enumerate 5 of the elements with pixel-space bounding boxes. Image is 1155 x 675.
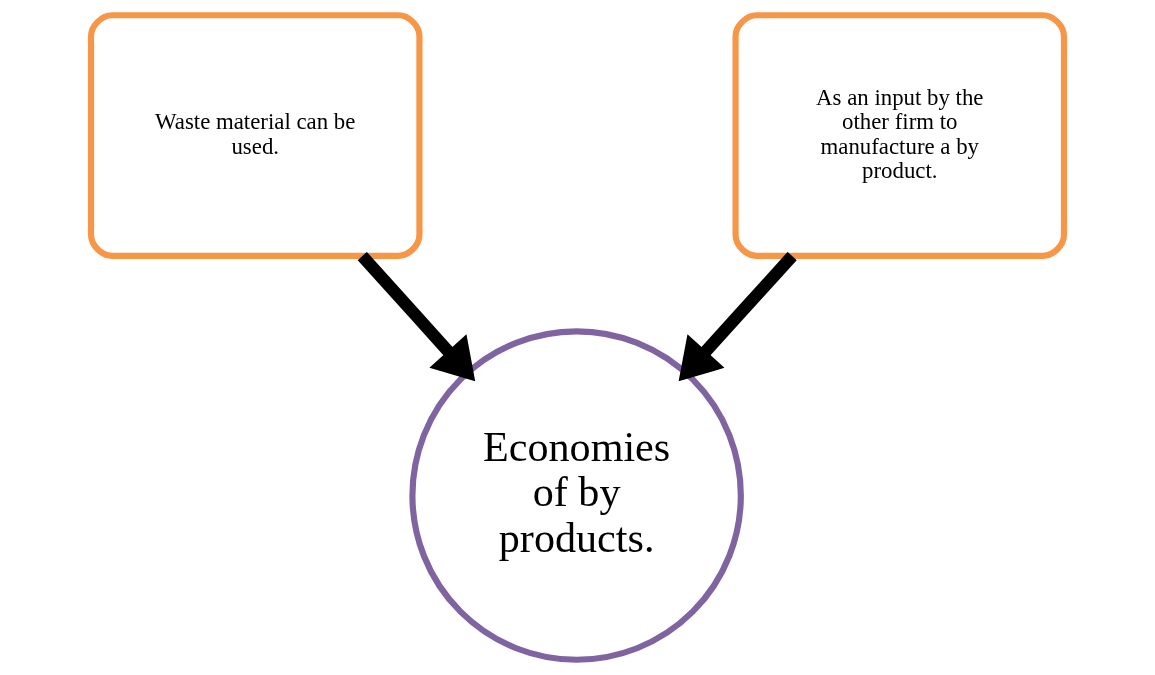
node-circle: Economies of by products. [409,328,744,663]
node-box: Waste material can be used. [87,12,423,259]
arrow [678,251,797,382]
node-box: As an input by the other firm to manufacture a by product. [732,12,1068,259]
arrow [357,251,476,382]
